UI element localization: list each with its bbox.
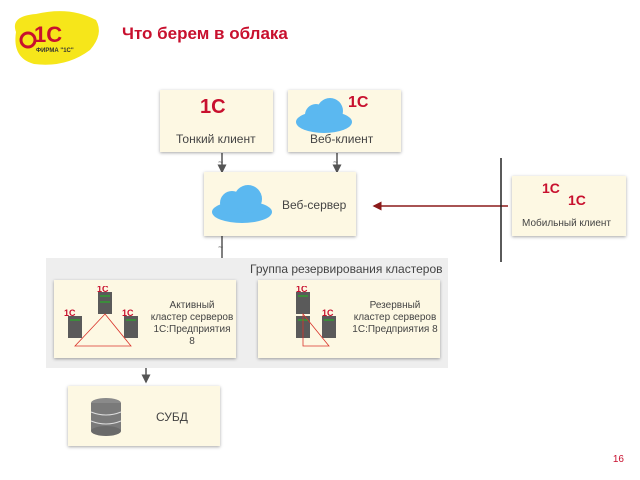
active-cluster-line2: кластер серверов xyxy=(150,312,234,323)
backup-cluster-line1: Резервный xyxy=(369,300,421,311)
web-server-label: Веб-сервер xyxy=(282,198,347,212)
thin-client-label: Тонкий клиент xyxy=(176,132,256,146)
company-logo xyxy=(8,6,104,72)
web-server-box: Веб-сервер xyxy=(204,172,356,236)
1c-logo-icon: 1С xyxy=(542,180,560,196)
page-number: 16 xyxy=(612,454,624,465)
svg-text:~: ~ xyxy=(218,157,223,167)
server-cluster-icon: 1С 1С 1С xyxy=(64,286,138,347)
logo-text: 1С xyxy=(34,22,63,47)
active-cluster-box: 1С 1С 1С Активный кластер серверов 1С:Пр… xyxy=(54,280,236,358)
cloud-icon xyxy=(212,185,272,223)
database-icon xyxy=(90,398,122,436)
svg-text:1С: 1С xyxy=(122,308,134,318)
web-client-label: Веб-клиент xyxy=(310,132,374,146)
svg-text:1С: 1С xyxy=(322,308,334,318)
page-title: Что берем в облака xyxy=(122,24,288,43)
mobile-client-box: 1С 1С Мобильный клиент xyxy=(512,176,626,236)
cloud-icon xyxy=(296,98,352,133)
backup-cluster-box: 1С 1С Резервный кластер серверов 1С:Пред… xyxy=(258,280,440,358)
thin-client-box: 1С Тонкий клиент xyxy=(160,90,273,152)
cluster-group-label: Группа резервирования кластеров xyxy=(250,262,443,276)
backup-cluster-line2: кластер серверов xyxy=(353,312,437,323)
svg-text:~: ~ xyxy=(333,157,338,167)
dbms-box: СУБД xyxy=(68,386,220,446)
1c-logo-icon: 1С xyxy=(200,96,226,118)
active-cluster-line3: 1С:Предприятия 8 xyxy=(153,324,231,347)
server-cluster-icon: 1С 1С xyxy=(296,286,336,347)
dbms-label: СУБД xyxy=(156,410,188,424)
logo-subtitle: ФИРМА "1С" xyxy=(36,48,74,54)
active-cluster-line1: Активный xyxy=(169,300,215,311)
1c-logo-icon: 1С xyxy=(568,192,586,208)
svg-text:~: ~ xyxy=(218,242,223,252)
svg-text:1С: 1С xyxy=(97,286,109,294)
web-client-box: 1С Веб-клиент xyxy=(288,90,401,152)
svg-text:1С: 1С xyxy=(296,286,308,294)
mobile-client-label: Мобильный клиент xyxy=(522,218,612,229)
backup-cluster-line3: 1С:Предприятия 8 xyxy=(352,324,438,335)
svg-text:1С: 1С xyxy=(64,308,76,318)
1c-logo-icon: 1С xyxy=(348,94,369,111)
